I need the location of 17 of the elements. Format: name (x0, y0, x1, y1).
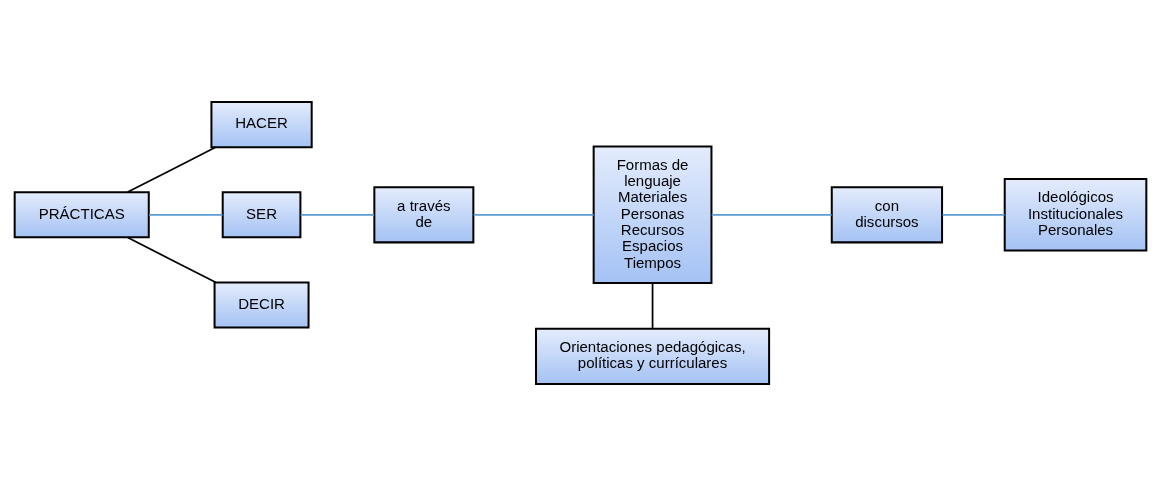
connector (126, 236, 217, 283)
node-box: Orientaciones pedagógicas, políticas y currículares (535, 327, 771, 385)
node-box: SER (221, 190, 302, 238)
node-box: HACER (210, 100, 313, 148)
node-box: a través de (373, 185, 475, 243)
connector (941, 213, 1006, 216)
connector (472, 213, 595, 216)
node-box: Ideológicos Institucionales Personales (1003, 177, 1148, 252)
connector (148, 213, 224, 216)
node-box: PRÁCTICAS (13, 190, 150, 238)
connector (710, 213, 833, 216)
connector (126, 145, 217, 193)
connector (299, 213, 375, 216)
connector (651, 281, 654, 330)
node-box: Formas de lenguaje Materiales Personas Recursos Espacios Tiempos (592, 145, 713, 284)
node-box: DECIR (213, 280, 310, 329)
node-box: con discursos (830, 185, 944, 243)
